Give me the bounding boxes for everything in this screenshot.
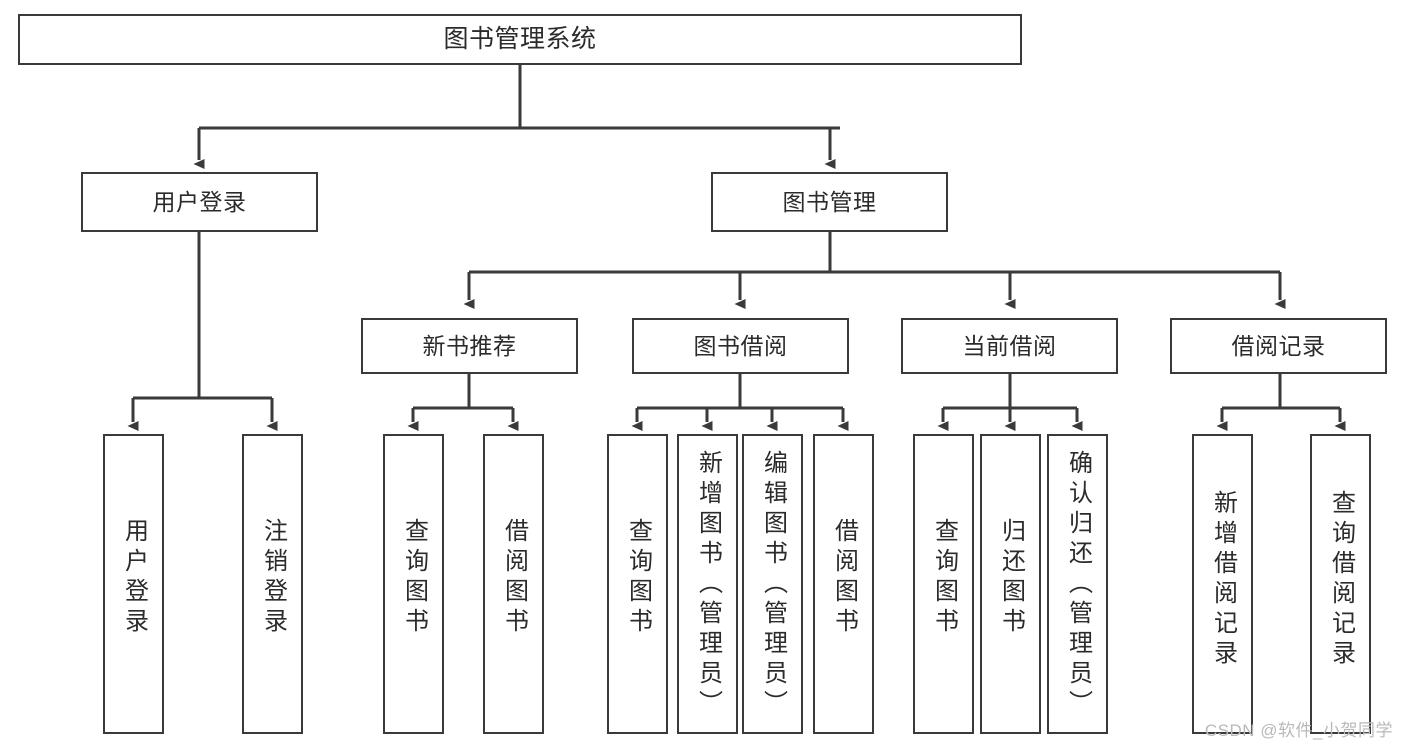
node-borrow-record[interactable]: 借阅记录	[1170, 318, 1387, 374]
node-leaf-query-record-label: 查询借阅记录	[1327, 490, 1355, 670]
node-leaf-query-book-3[interactable]: 查询图书	[913, 434, 974, 734]
node-book-borrow-label: 图书借阅	[693, 332, 788, 359]
node-user-login[interactable]: 用户登录	[81, 172, 318, 232]
node-leaf-edit-book[interactable]: 编辑图书（管理员）	[742, 434, 803, 734]
watermark: CSDN @软件_小贺同学	[1204, 721, 1393, 740]
node-current-borrow-label: 当前借阅	[962, 332, 1057, 359]
node-new-book-recommend[interactable]: 新书推荐	[361, 318, 578, 374]
node-leaf-query-record[interactable]: 查询借阅记录	[1310, 434, 1371, 734]
node-leaf-borrow-book-2-label: 借阅图书	[830, 518, 858, 638]
node-leaf-borrow-book-2[interactable]: 借阅图书	[813, 434, 874, 734]
node-leaf-query-book-3-label: 查询图书	[930, 518, 958, 638]
node-leaf-query-book-1[interactable]: 查询图书	[383, 434, 444, 734]
node-leaf-borrow-book-1-label: 借阅图书	[500, 518, 528, 638]
node-leaf-confirm-return-label: 确认归还（管理员）	[1064, 450, 1092, 720]
node-leaf-borrow-book-1[interactable]: 借阅图书	[483, 434, 544, 734]
node-new-book-recommend-label: 新书推荐	[422, 332, 517, 359]
node-leaf-logout[interactable]: 注销登录	[242, 434, 303, 734]
node-leaf-user-login-label: 用户登录	[120, 518, 148, 638]
node-leaf-query-book-1-label: 查询图书	[400, 518, 428, 638]
node-leaf-add-record[interactable]: 新增借阅记录	[1192, 434, 1253, 734]
node-root[interactable]: 图书管理系统	[18, 14, 1022, 65]
node-book-borrow[interactable]: 图书借阅	[632, 318, 849, 374]
node-current-borrow[interactable]: 当前借阅	[901, 318, 1118, 374]
node-borrow-record-label: 借阅记录	[1231, 332, 1326, 359]
node-leaf-query-book-2[interactable]: 查询图书	[607, 434, 668, 734]
node-user-login-label: 用户登录	[152, 188, 247, 215]
node-leaf-return-book[interactable]: 归还图书	[980, 434, 1041, 734]
node-leaf-add-record-label: 新增借阅记录	[1209, 490, 1237, 670]
node-leaf-user-login[interactable]: 用户登录	[103, 434, 164, 734]
node-leaf-return-book-label: 归还图书	[997, 518, 1025, 638]
node-leaf-edit-book-label: 编辑图书（管理员）	[759, 450, 787, 720]
node-leaf-add-book-label: 新增图书（管理员）	[694, 450, 722, 720]
node-leaf-confirm-return[interactable]: 确认归还（管理员）	[1047, 434, 1108, 734]
node-leaf-query-book-2-label: 查询图书	[624, 518, 652, 638]
node-book-manage-label: 图书管理	[782, 188, 877, 215]
node-root-label: 图书管理系统	[443, 25, 597, 54]
node-leaf-logout-label: 注销登录	[259, 518, 287, 638]
node-leaf-add-book[interactable]: 新增图书（管理员）	[677, 434, 738, 734]
node-book-manage[interactable]: 图书管理	[711, 172, 948, 232]
